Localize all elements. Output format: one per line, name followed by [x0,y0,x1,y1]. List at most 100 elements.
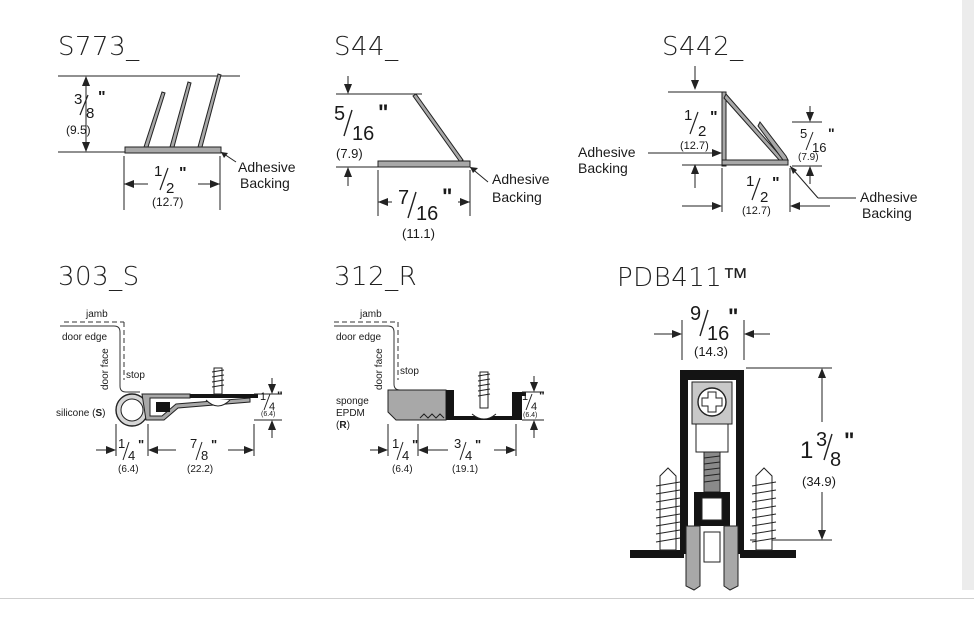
svg-text:": " [378,100,388,125]
s44-width-fraction: 7 16 " [398,184,452,225]
s773-width-fraction: 1 2 " [154,163,187,197]
svg-text:1: 1 [746,173,754,190]
303s-dim2-fraction: 7 8 " [190,436,217,463]
s44-adhesive-label-2: Backing [492,189,542,205]
product-title-pdb411: PDB411™ [617,263,749,293]
svg-text:": " [442,184,452,209]
pdb411-height-fraction: 1 3 8 " [800,428,854,471]
svg-text:16: 16 [416,203,438,225]
svg-text:3: 3 [74,91,82,108]
svg-text:2: 2 [760,189,768,206]
bottom-divider [0,598,974,599]
s773-height-fraction: 3 8 " [74,89,106,122]
pdb411-width-mm: (14.3) [694,344,728,359]
svg-text:8: 8 [830,449,841,471]
svg-text:1: 1 [154,163,162,180]
svg-text:1: 1 [522,391,528,403]
312r-sponge-label: sponge [336,396,369,407]
312r-epdm-label: EPDM [336,408,365,419]
303s-screw [205,367,231,407]
svg-text:": " [728,304,738,329]
svg-text:16: 16 [707,323,729,345]
303s-stop-label: stop [126,370,145,381]
svg-text:4: 4 [465,448,472,463]
svg-text:": " [98,89,106,106]
312r-dim2-fraction: 3 4 " [454,436,481,463]
svg-text:9: 9 [690,303,701,325]
303s-door-edge-label: door edge [62,332,107,343]
svg-text:": " [138,437,144,452]
s442-width-mm: (12.7) [742,205,771,217]
svg-text:": " [710,109,718,126]
s773-height-mm: (9.5) [66,123,91,137]
product-title-312r: 312_R [334,262,418,292]
pdb411-width-fraction: 9 16 " [690,303,738,345]
303s-dim3-mm: (6.4) [261,411,275,418]
svg-text:": " [179,165,187,182]
312r-dim3-mm: (6.4) [523,412,537,419]
s442-adhesive-right-1: Adhesive [860,189,918,205]
s44-height-fraction: 5 16 " [334,100,388,145]
303s-dim2-mm: (22.2) [187,464,213,475]
svg-text:3: 3 [454,436,461,451]
product-title-s44: S44_ [334,32,399,62]
312r-diagram: jamb door edge door face stop sponge EPD… [334,309,545,475]
312r-door-edge-label: door edge [336,332,381,343]
svg-text:": " [475,437,481,452]
svg-text:": " [412,437,418,452]
s442-diagram: 1 2 " (12.7) Adhesive Backing 5 16 " (7.… [578,66,918,221]
svg-text:": " [772,175,780,192]
vertical-scrollbar[interactable] [962,0,974,590]
303s-jamb-label: jamb [85,309,108,320]
303s-dim3-fraction: 1 4 " [260,389,283,413]
pdb411-right-screw [751,467,777,551]
303s-diagram: jamb door edge door face stop silicone (… [56,309,283,475]
pdb411-left-screw [655,467,681,551]
product-title-303s: 303_S [58,262,140,292]
312r-dim2-mm: (19.1) [452,464,478,475]
s773-width-mm: (12.7) [152,195,183,209]
svg-text:8: 8 [201,448,208,463]
svg-text:5: 5 [800,126,807,141]
svg-text:7: 7 [398,187,409,209]
svg-text:8: 8 [86,105,94,122]
s44-height-mm: (7.9) [336,146,363,161]
pdb411-height-mm: (34.9) [802,474,836,489]
svg-text:5: 5 [334,103,345,125]
svg-text:2: 2 [166,180,174,197]
s442-adhesive-left-1: Adhesive [578,144,636,160]
s442-adhesive-left-2: Backing [578,160,628,176]
svg-text:3: 3 [816,429,827,451]
312r-door-face-label: door face [374,348,385,390]
svg-text:16: 16 [812,140,826,155]
303s-dim1-mm: (6.4) [118,464,139,475]
s773-diagram: 3 8 " (9.5) Adhesive Backing 1 2 " (12.7… [58,73,296,210]
svg-text:4: 4 [531,401,537,413]
s442-adhesive-right-2: Backing [862,205,912,221]
312r-stop-label: stop [400,366,419,377]
312r-r-label: (R) [336,420,350,431]
312r-dim1-fraction: 1 4 " [392,436,418,463]
s442-height-mm: (12.7) [680,140,709,152]
svg-text:": " [211,437,217,452]
303s-dim1-fraction: 1 4 " [118,436,144,463]
312r-screw [471,371,497,420]
product-title-s442: S442_ [662,32,744,62]
312r-jamb-label: jamb [359,309,382,320]
303s-door-face-label: door face [100,348,111,390]
s773-adhesive-label-1: Adhesive [238,159,296,175]
s44-diagram: 5 16 " (7.9) Adhesive Backing 7 16 " (11… [334,76,550,241]
s442-height-fraction: 1 2 " [684,107,718,140]
312r-dim3-fraction: 1 4 " [522,389,545,413]
svg-text:1: 1 [684,107,692,124]
s442-width-fraction: 1 2 " [746,173,780,206]
s44-width-mm: (11.1) [402,226,435,241]
s442-height2-fraction: 5 16 " [800,125,835,155]
svg-text:1: 1 [800,437,813,464]
svg-text:1: 1 [392,436,399,451]
s442-height2-mm: (7.9) [798,152,819,163]
svg-text:16: 16 [352,123,374,145]
svg-text:4: 4 [128,448,135,463]
svg-text:4: 4 [402,448,409,463]
312r-dim1-mm: (6.4) [392,464,413,475]
